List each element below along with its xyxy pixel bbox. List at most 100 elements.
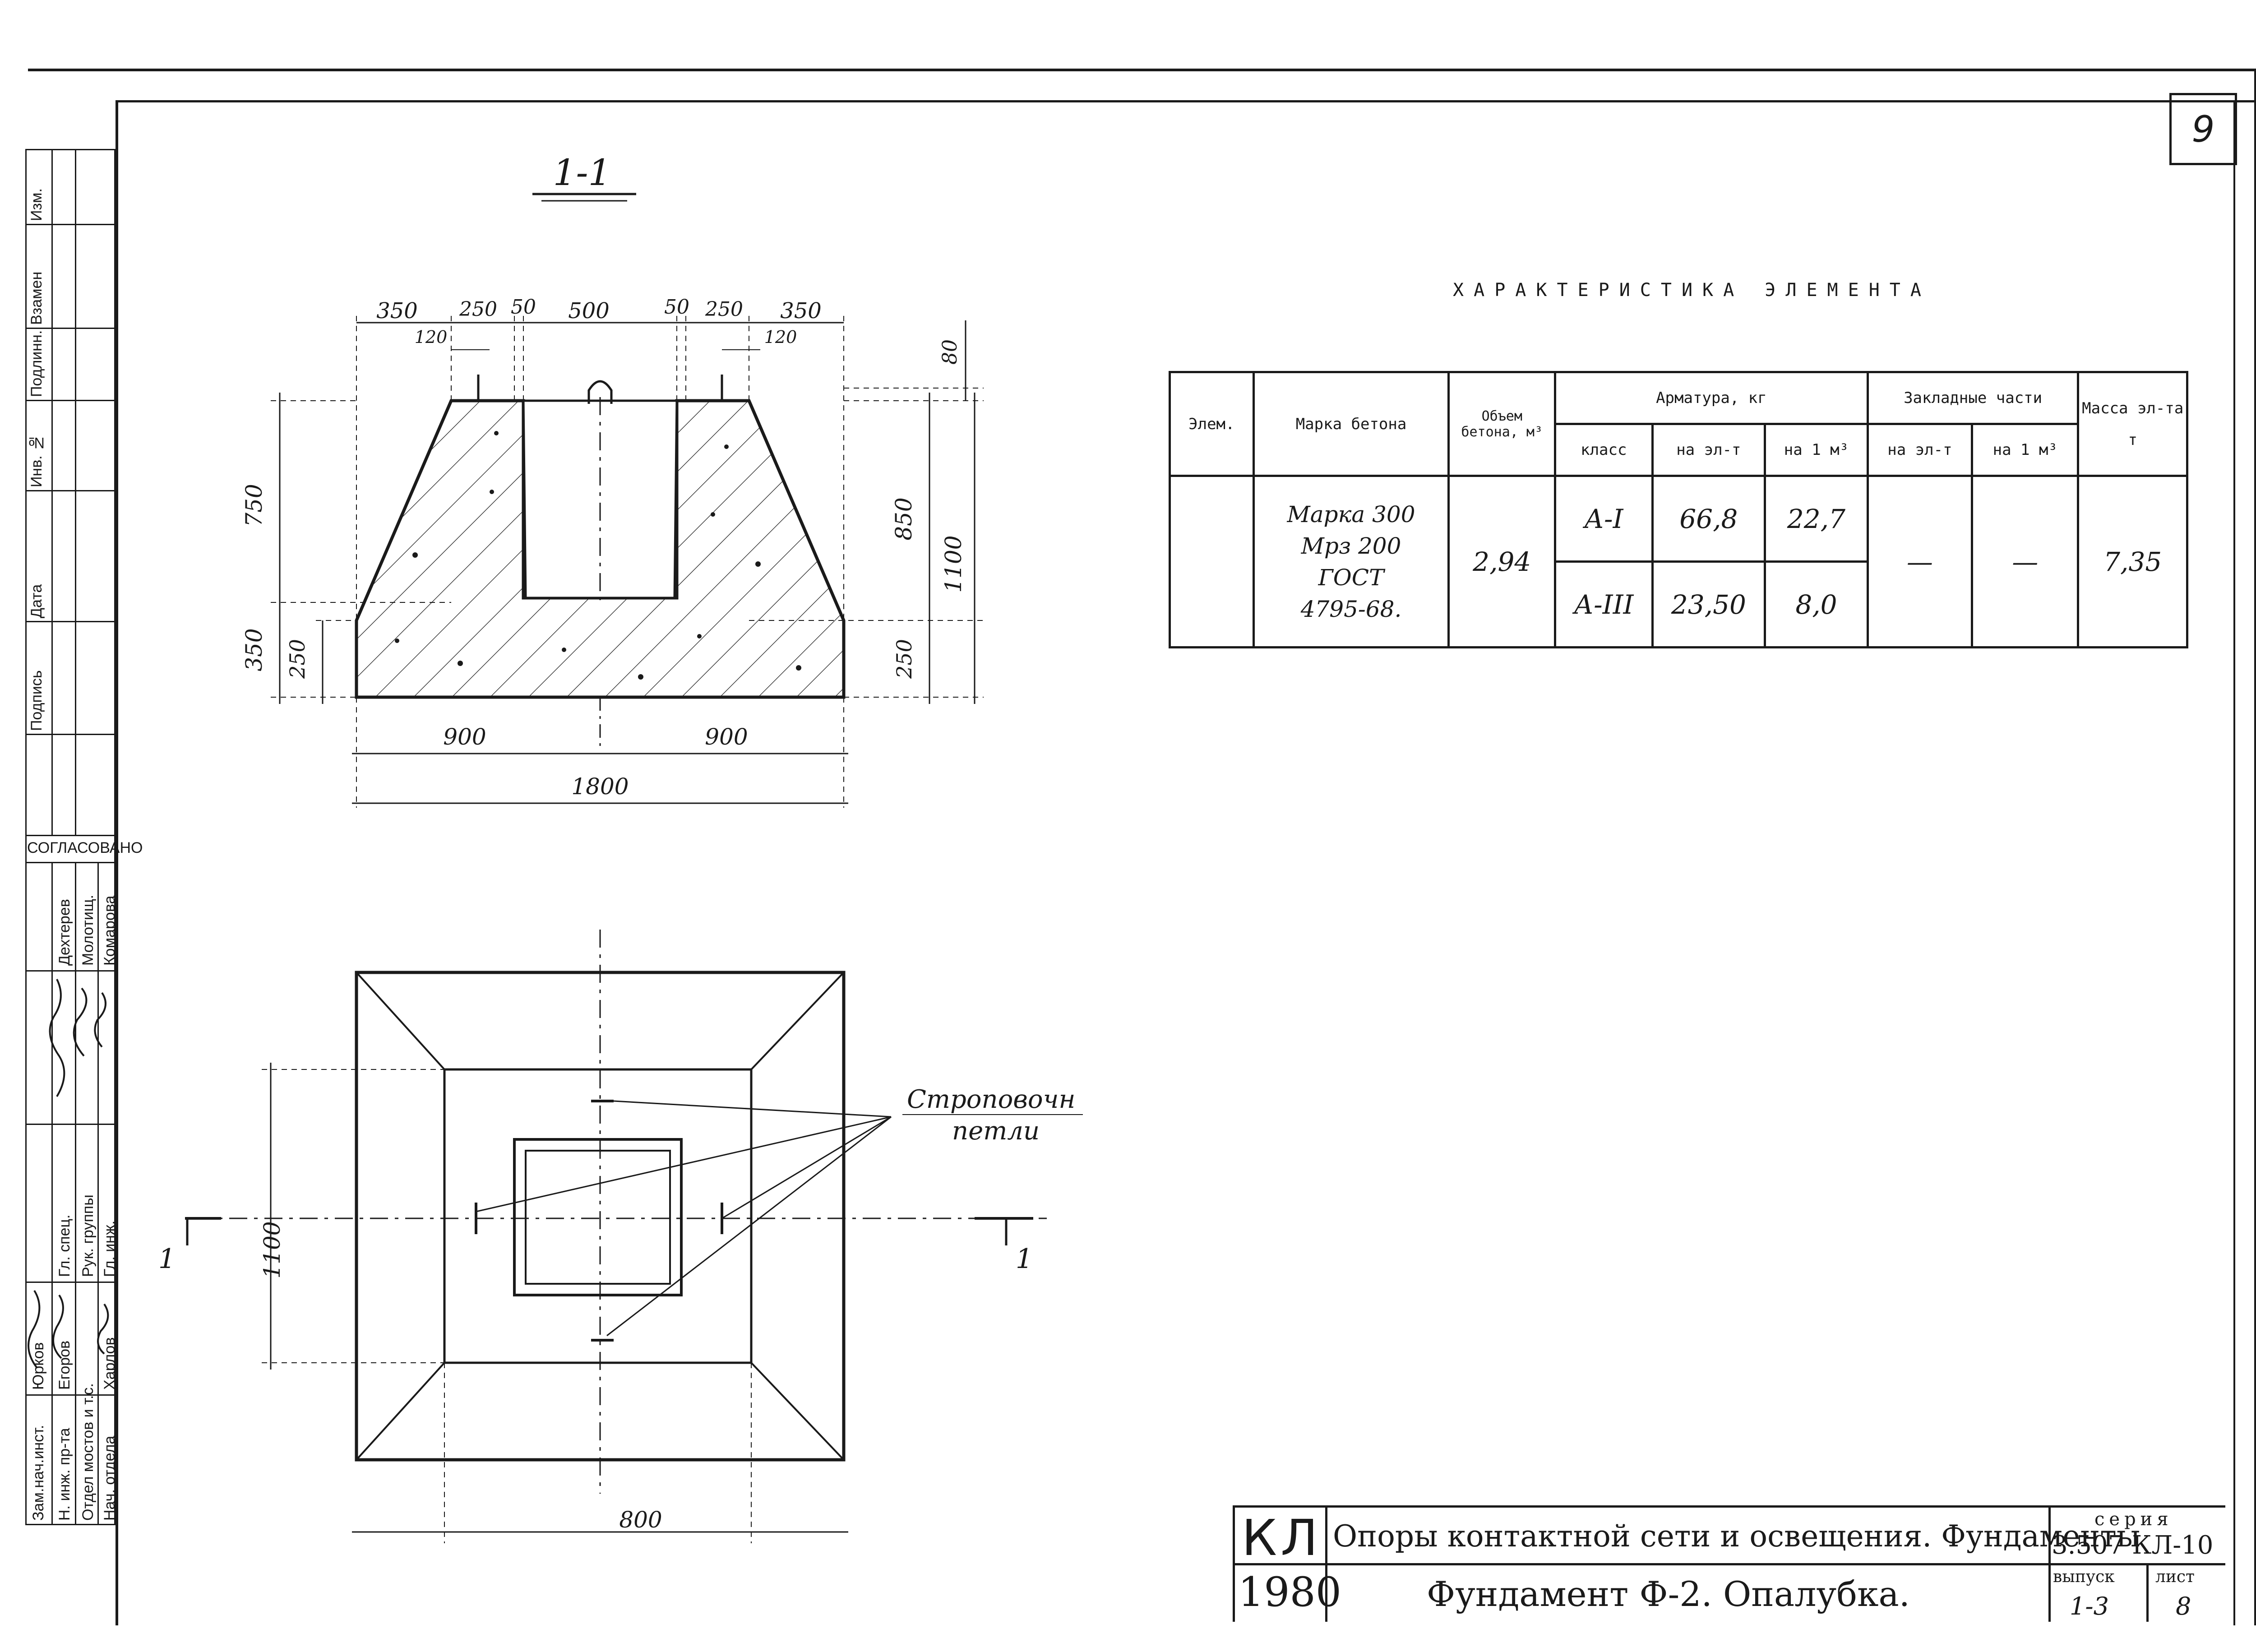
cell-emb-per-element: —: [1866, 475, 1974, 648]
dim-top: 250: [459, 298, 497, 321]
section-1-1-view: [355, 375, 846, 749]
dim-left: 350: [241, 628, 267, 671]
header-reinf-per-m3: на 1 м³: [1764, 423, 1869, 477]
stamp-divider: [25, 734, 116, 735]
dim-top: 500: [568, 298, 610, 324]
concrete-line: Марка 300: [1287, 501, 1415, 528]
stamp-divider: [75, 862, 76, 1525]
inner-right-frame-line: [2233, 100, 2235, 1625]
title-top: Опоры контактной сети и освещения. Фунда…: [1333, 1519, 2140, 1554]
title-block-border: [2146, 1563, 2149, 1622]
stamp-divider: [25, 490, 116, 491]
section-right-dimensions: 850 1100 250: [749, 393, 984, 704]
concrete-line: ГОСТ: [1318, 564, 1384, 591]
header-emb-per-element: на эл-т: [1866, 423, 1974, 477]
cell-volume: 2,94: [1447, 475, 1557, 648]
plan-dim-width: 800: [619, 1507, 662, 1533]
stamp-divider: [25, 835, 116, 836]
cell-reinf-per-m3-2: 8,0: [1764, 560, 1869, 648]
characteristics-title: ХАРАКТЕРИСТИКА ЭЛЕМЕНТА: [1453, 280, 1931, 301]
stamp-divider: [25, 224, 116, 225]
stamp-divider: [25, 328, 116, 329]
issue-value: 1-3: [2070, 1592, 2109, 1620]
stamp-divider: [75, 149, 76, 835]
header-emb-per-m3: на 1 м³: [1971, 423, 2080, 477]
inner-left-frame-line: [116, 100, 118, 1625]
approval-stamp-column: Подпись Дата Инв. № Подлинн. Взамен Изм.…: [25, 149, 143, 1525]
stamp-divider: [51, 862, 53, 1525]
cell-reinf-per-element-2: 23,50: [1651, 560, 1766, 648]
dim-top: 50: [511, 296, 536, 319]
stamp-divider: [25, 400, 116, 401]
cell-reinf-per-element-1: 66,8: [1651, 475, 1766, 563]
cut-mark-right: 1: [1016, 1243, 1033, 1275]
section-top-dimensions: 350 250 50 500 50 250 350 120 120 80: [356, 296, 984, 620]
plan-dim-height: 1100: [259, 1221, 285, 1278]
top-frame-line: [28, 69, 2256, 71]
lifting-loops-note: Строповочн: [907, 1085, 1075, 1114]
stamp-divider: [25, 621, 116, 622]
cell-concrete-grade: Марка 300 Мрз 200 ГОСТ 4795-68.: [1252, 475, 1450, 648]
stamp-divider: [25, 862, 116, 863]
concrete-line: 4795-68.: [1300, 596, 1402, 622]
dim-bottom-half: 900: [443, 724, 486, 750]
dim-small-left: 120: [415, 327, 448, 347]
dim-top: 350: [376, 298, 418, 324]
lifting-loops-note: петли: [952, 1116, 1040, 1146]
stamp-divider: [25, 1394, 116, 1396]
dim-top: 50: [664, 296, 689, 319]
header-mass-label: Масса эл-та: [2082, 399, 2184, 417]
cell-reinf-class-2: А-III: [1554, 560, 1654, 648]
title-block-border: [1325, 1505, 1327, 1622]
sheet-value: 8: [2176, 1592, 2191, 1620]
right-frame-line: [2254, 69, 2256, 1625]
section-label: 1-1: [532, 152, 636, 202]
plan-view: Строповочн петли 1 1 1100 800: [158, 930, 1083, 1543]
stamp-divider: [51, 149, 53, 835]
dim-bottom-half: 900: [705, 724, 748, 750]
section-left-dimensions: 750 350 250: [241, 393, 451, 704]
stamp-frame: [25, 149, 116, 1525]
year: 1980: [1238, 1569, 1342, 1616]
dim-top: 250: [705, 298, 743, 321]
header-mass: Масса эл-та т: [2077, 371, 2188, 477]
cell-mass: 7,35: [2077, 475, 2188, 648]
section-bottom-dimensions: 900 900 1800: [352, 697, 848, 808]
org-code: КЛ: [1242, 1509, 1322, 1567]
title-block-border: [1233, 1505, 2225, 1508]
stamp-divider: [25, 1124, 116, 1125]
dim-small-right: 120: [764, 327, 797, 347]
cut-mark-left: 1: [158, 1243, 176, 1275]
cell-emb-per-m3: —: [1971, 475, 2080, 648]
dim-top: 350: [780, 298, 822, 324]
header-mass-unit: т: [2128, 430, 2137, 449]
stamp-divider: [97, 862, 99, 1525]
header-element: Элем.: [1169, 371, 1255, 477]
header-reinf-per-element: на эл-т: [1651, 423, 1766, 477]
cell-reinf-class-1: А-I: [1554, 475, 1654, 563]
dim-right: 250: [892, 639, 916, 679]
header-embedded: Закладные части: [1866, 371, 2080, 425]
title-block-border: [1233, 1505, 1235, 1622]
concrete-line: Мрз 200: [1301, 532, 1401, 559]
series-label: серия: [2094, 1509, 2173, 1530]
dim-left: 250: [285, 639, 310, 679]
concrete-speckles: [395, 431, 801, 680]
page-number: 9: [2169, 93, 2237, 165]
sheet-label: лист: [2155, 1568, 2195, 1586]
dim-right: 850: [891, 497, 917, 540]
characteristics-table: Элем. Марка бетона Объем бетона, м³ Арма…: [1169, 371, 2188, 648]
header-reinf-class: класс: [1554, 423, 1654, 477]
issue-label: выпуск: [2053, 1568, 2115, 1586]
cell-element: [1169, 475, 1255, 648]
series-value: 3.507 КЛ-10: [2052, 1531, 2214, 1560]
header-concrete-grade: Марка бетона: [1252, 371, 1450, 477]
stamp-agreed: СОГЛАСОВАНО: [27, 839, 143, 856]
stamp-divider: [25, 970, 116, 972]
stamp-divider: [25, 1282, 116, 1283]
title-block: КЛ 1980 Опоры контактной сети и освещени…: [1233, 1505, 2225, 1622]
header-reinforcement: Арматура, кг: [1554, 371, 1869, 425]
dim-right-top: 80: [938, 339, 962, 365]
